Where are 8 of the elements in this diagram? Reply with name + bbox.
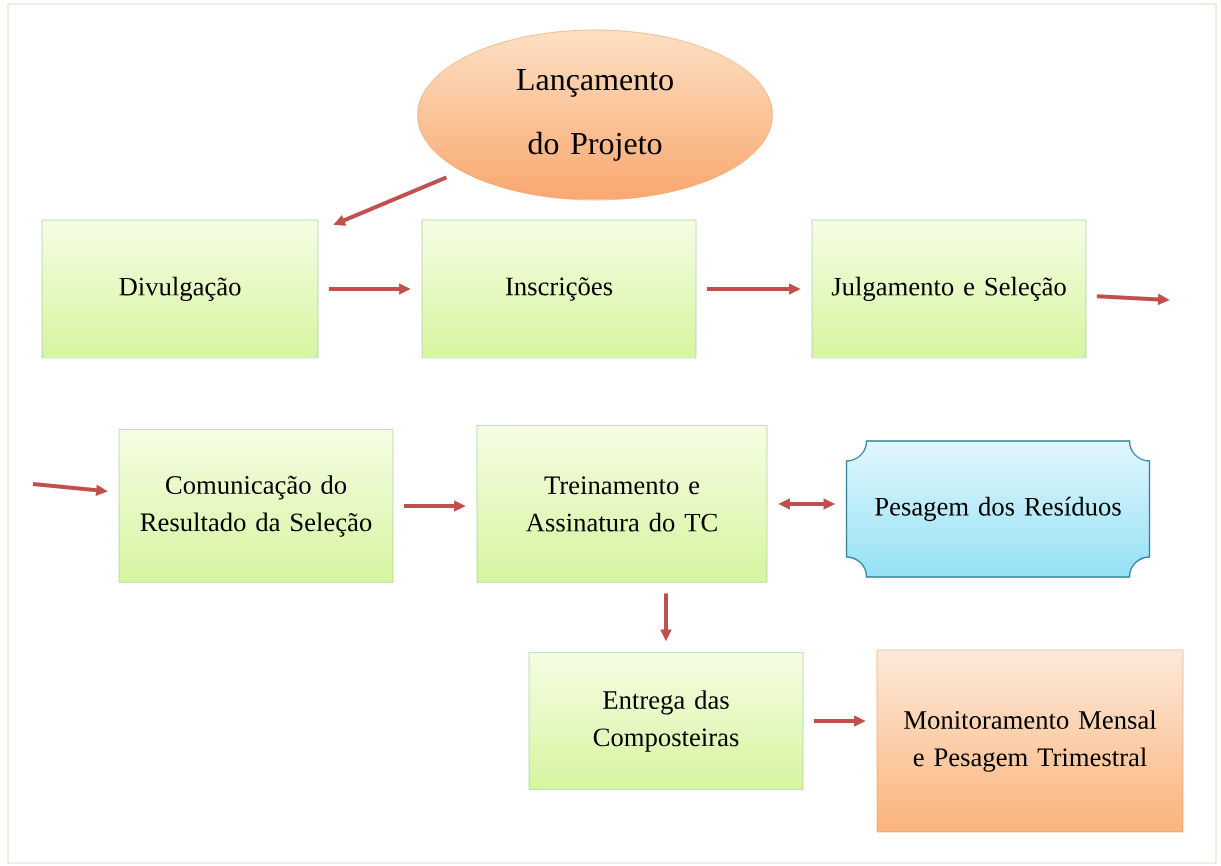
- process-box: Comunicação do Resultado da Seleção: [118, 429, 394, 583]
- process-box: Entrega das Composteiras: [528, 652, 804, 790]
- process-box: Julgamento e Seleção: [811, 219, 1087, 359]
- process-box: Monitoramento Mensal e Pesagem Trimestral: [876, 649, 1184, 833]
- process-box: Divulgação: [41, 219, 319, 359]
- process-box: Treinamento e Assinatura do TC: [476, 425, 768, 583]
- plaque-box: Pesagem dos Resíduos: [845, 440, 1151, 578]
- process-box: Inscrições: [421, 219, 697, 359]
